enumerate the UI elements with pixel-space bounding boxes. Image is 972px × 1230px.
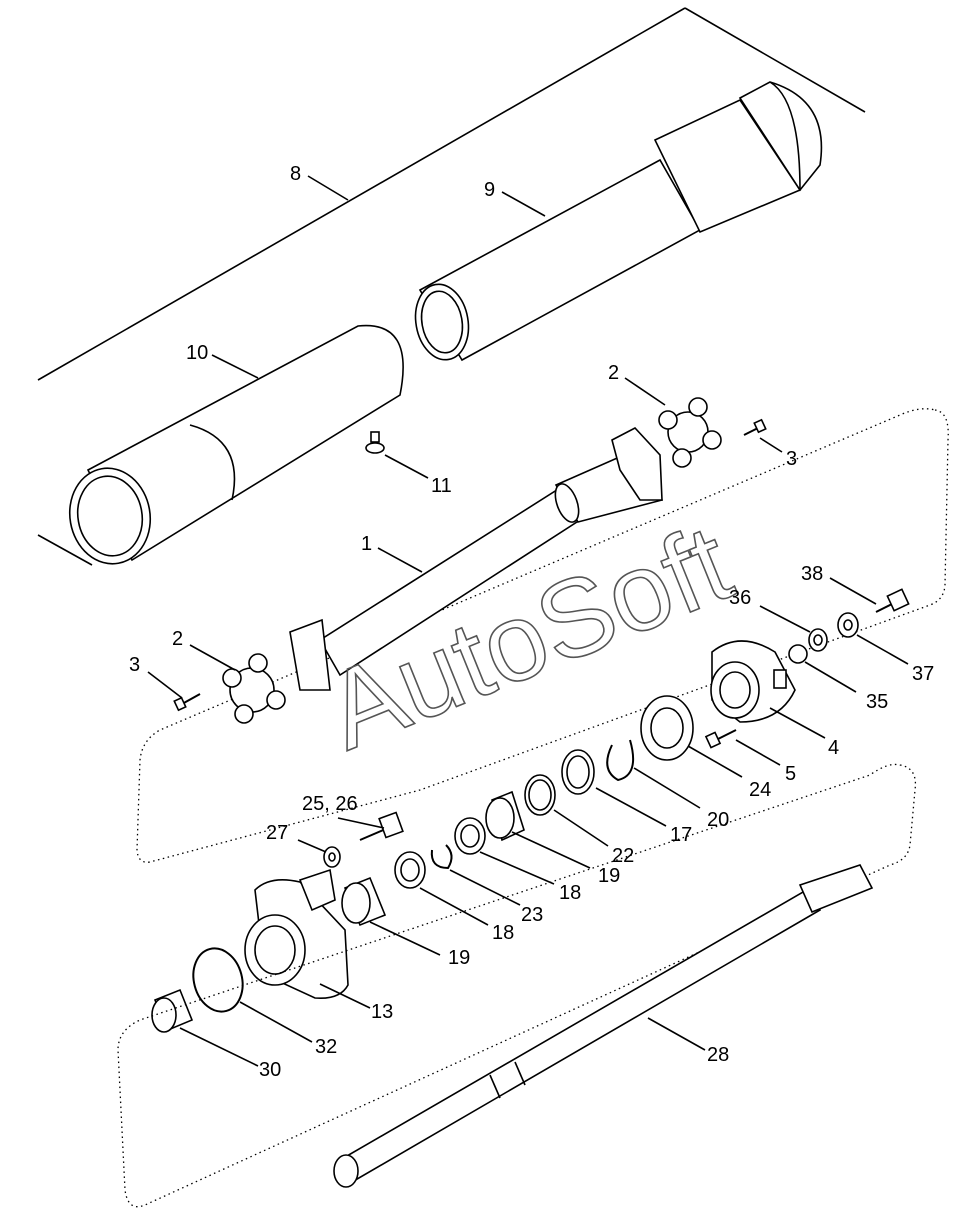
u-joint-cross-part-2-lower xyxy=(222,653,286,724)
ring-part-22 xyxy=(524,774,556,816)
bearing-cone-part-18-lower xyxy=(394,851,426,889)
carrier-housing-part-13 xyxy=(244,868,349,1000)
callout-35: 35 xyxy=(866,691,888,713)
callout-10: 10 xyxy=(186,342,208,364)
bolt-part-3-upper xyxy=(743,418,767,436)
grease-fitting-part-11 xyxy=(365,431,385,454)
callout-2-upper: 2 xyxy=(608,362,619,384)
callout-24: 24 xyxy=(749,779,771,801)
callout-11: 11 xyxy=(431,475,452,497)
snap-ring-part-20 xyxy=(606,739,634,782)
callout-2-lower: 2 xyxy=(172,628,183,650)
callout-23: 23 xyxy=(521,904,543,926)
axle-shaft-part-28 xyxy=(333,864,874,1188)
callout-13: 13 xyxy=(371,1001,393,1023)
callout-38: 38 xyxy=(801,563,823,585)
washer-part-36 xyxy=(808,628,828,652)
callout-36: 36 xyxy=(729,587,751,609)
washer-part-37 xyxy=(837,612,859,638)
u-joint-cross-part-2-upper xyxy=(658,397,722,468)
callout-18-lower: 18 xyxy=(492,922,514,944)
callout-9: 9 xyxy=(484,179,495,201)
plug-part-35 xyxy=(788,644,808,664)
callout-27: 27 xyxy=(266,822,288,844)
callout-20: 20 xyxy=(707,809,729,831)
callout-3-lower: 3 xyxy=(129,654,140,676)
callout-19-lower: 19 xyxy=(448,947,470,969)
tube-part-9 xyxy=(414,81,823,362)
callout-4: 4 xyxy=(828,737,839,759)
callout-22: 22 xyxy=(612,845,634,867)
tube-part-10 xyxy=(68,324,404,565)
needle-bearing-part-30 xyxy=(151,988,194,1033)
assembly-group-outline-upper xyxy=(136,408,949,863)
callout-1: 1 xyxy=(361,533,372,555)
bearing-part-24 xyxy=(640,695,694,761)
bolt-part-38 xyxy=(875,588,910,613)
callout-labels: 8 9 10 11 2 3 1 2 3 38 36 37 35 4 5 24 2… xyxy=(129,163,934,1081)
bolt-part-5 xyxy=(704,729,737,749)
callout-17: 17 xyxy=(670,824,692,846)
snap-ring-part-23 xyxy=(430,844,453,870)
bolt-part-3-lower xyxy=(173,693,201,712)
o-ring-part-32 xyxy=(192,947,244,1013)
driveshaft-part-1 xyxy=(289,427,664,691)
washer-part-27 xyxy=(323,846,341,868)
callout-37: 37 xyxy=(912,663,934,685)
callout-8: 8 xyxy=(290,163,301,185)
callout-18-upper: 18 xyxy=(559,882,581,904)
callout-28: 28 xyxy=(707,1044,729,1066)
callout-30: 30 xyxy=(259,1059,281,1081)
bolt-part-25-26 xyxy=(359,811,404,841)
bearing-cup-part-19-lower xyxy=(341,876,387,927)
ring-part-17 xyxy=(561,749,595,795)
callout-25-26: 25, 26 xyxy=(302,793,358,815)
callout-5: 5 xyxy=(785,763,796,785)
housing-outline xyxy=(37,7,866,566)
leader-lines xyxy=(147,175,909,1067)
callout-32: 32 xyxy=(315,1036,337,1058)
assembly-group-outline-lower xyxy=(117,763,917,1208)
callout-3-upper: 3 xyxy=(786,448,797,470)
bearing-cup-part-19-upper xyxy=(485,790,525,842)
bearing-cone-part-18-upper xyxy=(454,817,486,855)
yoke-flange-part-4 xyxy=(710,640,796,723)
callout-19-upper: 19 xyxy=(598,865,620,887)
